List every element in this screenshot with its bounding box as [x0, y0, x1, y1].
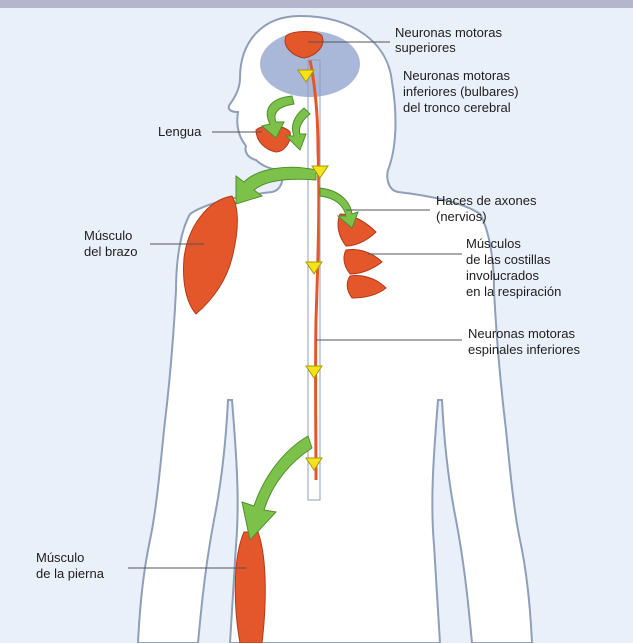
leg-muscle: [235, 532, 265, 643]
label-tongue: Lengua: [158, 124, 202, 139]
label-arm: Músculo del brazo: [84, 228, 137, 259]
label-bulbar: Neuronas motoras inferiores (bulbares) d…: [403, 68, 522, 115]
label-spinal: Neuronas motoras espinales inferiores: [468, 326, 581, 357]
top-band: [0, 0, 633, 8]
